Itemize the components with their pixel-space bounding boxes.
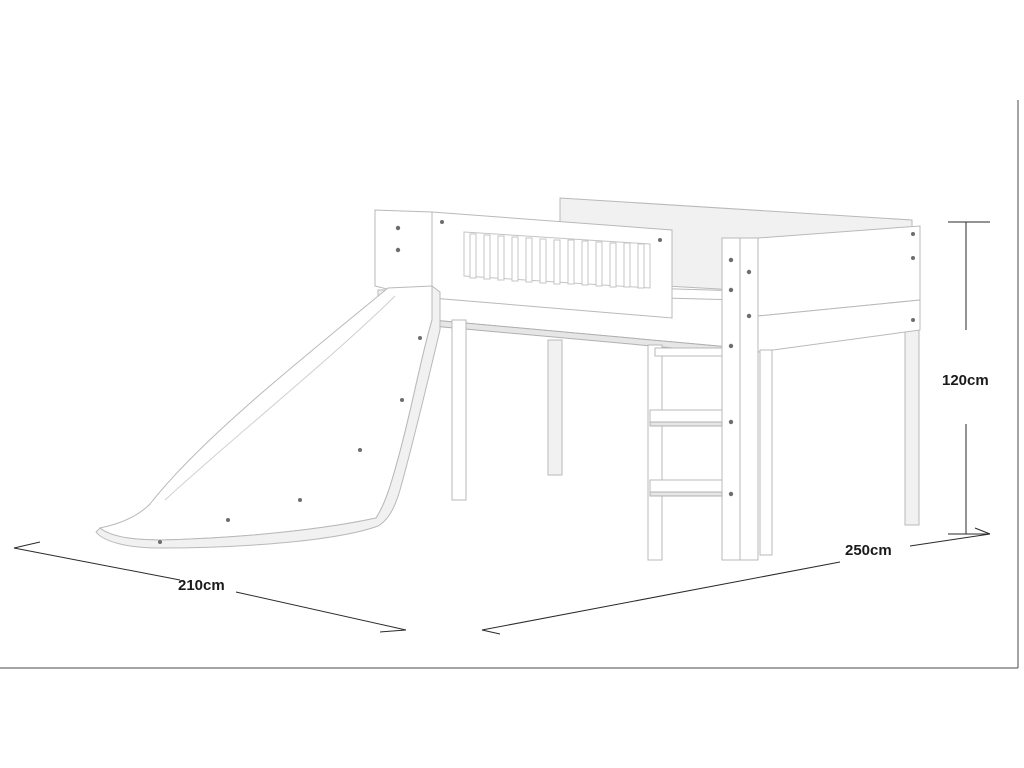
- width-dimension: 210cm: [13, 541, 407, 633]
- height-label: 120cm: [942, 372, 989, 389]
- slide: [95, 285, 441, 549]
- back-legs: [547, 299, 920, 526]
- safety-rail: [431, 211, 673, 319]
- length-dimension: 250cm: [481, 527, 991, 635]
- frame-border: [0, 100, 1019, 669]
- loft-bed-illustration: [95, 197, 921, 561]
- width-label: 210cm: [178, 577, 225, 594]
- front-legs: [451, 237, 759, 561]
- ladder: [647, 344, 723, 561]
- right-head-end: [757, 225, 921, 556]
- height-dimension: 120cm: [942, 221, 990, 535]
- length-label: 250cm: [845, 542, 892, 559]
